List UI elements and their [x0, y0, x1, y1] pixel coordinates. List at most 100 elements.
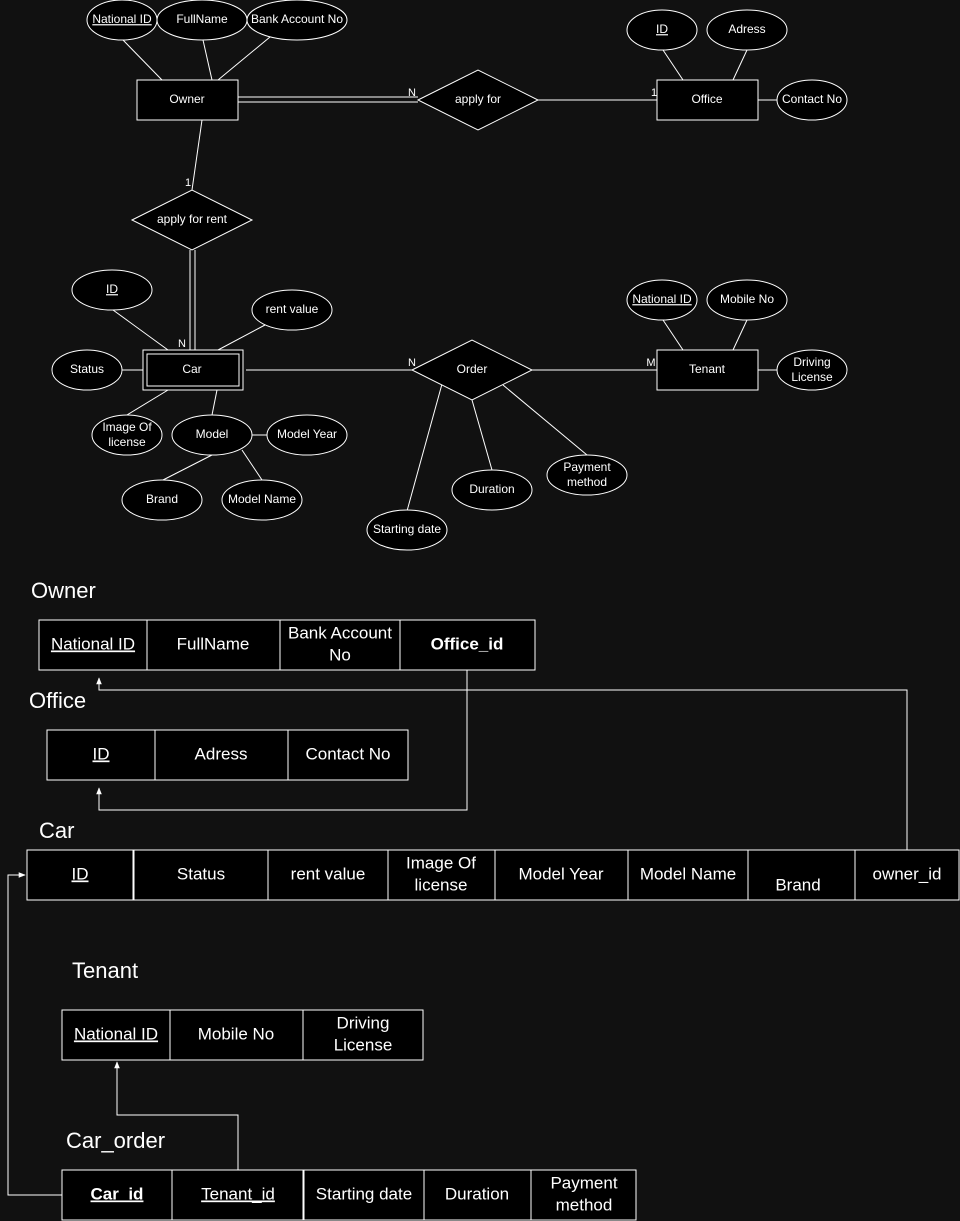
table-cell: [61, 1009, 171, 1061]
attribute-label: Adress: [728, 22, 765, 36]
column-bank-account-line2: No: [329, 645, 351, 664]
table-office: ID Adress Contact No: [46, 729, 409, 781]
attribute-order-duration[interactable]: Duration: [451, 469, 533, 511]
foreign-key-arrows: [7, 670, 908, 1196]
column-bank-account-line1: Bank Account: [288, 623, 392, 642]
attribute-label: Mobile No: [720, 292, 774, 306]
attribute-label: ID: [656, 22, 668, 36]
table-title-office: Office: [29, 688, 86, 713]
fk-owner-office-arrow: [96, 670, 468, 811]
column-rent-value: rent value: [291, 864, 366, 883]
attribute-tenant-mobile[interactable]: Mobile No: [706, 279, 788, 321]
column-driving-line1: Driving: [337, 1013, 390, 1032]
table-cell: [387, 849, 496, 901]
attribute-label: Model Year: [277, 427, 337, 441]
attribute-office-adress[interactable]: Adress: [706, 9, 788, 51]
table-cell: [171, 1169, 304, 1221]
table-cell: [303, 1169, 425, 1221]
attribute-label-line2: license: [108, 435, 146, 449]
cardinality-car-rent: N: [178, 338, 186, 350]
attribute-label-line1: Payment: [563, 460, 611, 474]
attribute-car-model[interactable]: Model: [171, 414, 253, 456]
attribute-car-model-year[interactable]: Model Year: [266, 414, 348, 456]
attribute-owner-fullname[interactable]: FullName: [156, 0, 248, 41]
table-cell: [61, 1169, 173, 1221]
table-cell: [26, 849, 134, 901]
table-cell: [146, 619, 281, 671]
attribute-label-line1: Image Of: [102, 420, 152, 434]
table-cell: [854, 849, 960, 901]
cardinality-car-order: N: [408, 357, 416, 369]
er-connectors: [112, 36, 778, 512]
entity-office-label: Office: [691, 92, 722, 106]
column-image-line1: Image Of: [406, 853, 476, 872]
attribute-owner-bank-account[interactable]: Bank Account No: [246, 0, 348, 41]
column-adress: Adress: [195, 744, 248, 763]
attribute-label: Model Name: [228, 492, 296, 506]
attribute-car-image-of-license[interactable]: Image Of license: [91, 414, 163, 456]
attribute-office-id[interactable]: ID: [626, 9, 698, 51]
table-car: ID Status rent value Image Of license Mo…: [26, 849, 960, 901]
entity-tenant[interactable]: Tenant: [656, 349, 759, 391]
entity-tenant-label: Tenant: [689, 362, 726, 376]
entity-owner-label: Owner: [169, 92, 204, 106]
attribute-car-rent-value[interactable]: rent value: [251, 289, 333, 331]
attribute-label: National ID: [92, 12, 152, 26]
column-driving-line2: License: [334, 1035, 393, 1054]
attribute-order-starting-date[interactable]: Starting date: [366, 509, 448, 551]
column-model-name: Model Name: [640, 864, 736, 883]
entity-owner[interactable]: Owner: [136, 79, 239, 121]
attribute-label: Contact No: [782, 92, 842, 106]
table-car-order: Car_id Tenant_id Starting date Duration …: [61, 1169, 637, 1221]
attribute-label: Duration: [469, 482, 514, 496]
table-cell: [494, 849, 629, 901]
column-payment-line2: method: [556, 1195, 613, 1214]
column-mobile-no: Mobile No: [198, 1024, 275, 1043]
table-cell: [279, 619, 401, 671]
attribute-label-line2: License: [791, 370, 833, 384]
attribute-label: ID: [106, 282, 118, 296]
attribute-label: Model: [196, 427, 229, 441]
entity-office[interactable]: Office: [656, 79, 759, 121]
attribute-car-brand[interactable]: Brand: [121, 479, 203, 521]
entity-car[interactable]: Car: [142, 349, 244, 391]
table-cell: [46, 729, 156, 781]
fk-car-owner-arrow: [96, 677, 908, 850]
table-cell: [302, 1009, 424, 1061]
attribute-tenant-national-id[interactable]: National ID: [626, 279, 698, 321]
table-owner: National ID FullName Bank Account No Off…: [38, 619, 536, 671]
attribute-car-id[interactable]: ID: [71, 269, 153, 311]
table-title-tenant: Tenant: [72, 958, 138, 983]
attribute-car-status[interactable]: Status: [51, 349, 123, 391]
attribute-tenant-driving-license[interactable]: Driving License: [776, 349, 848, 391]
table-cell: [423, 1169, 532, 1221]
relationship-order-label: Order: [457, 362, 488, 376]
column-brand: Brand: [775, 875, 820, 894]
column-car-id-pk-fk: Car_id: [91, 1184, 144, 1203]
column-id-pk: ID: [93, 744, 110, 763]
cardinality-owner-rent: 1: [185, 177, 191, 189]
relationship-order[interactable]: Order: [410, 339, 534, 401]
column-owner-id-fk: owner_id: [873, 864, 942, 883]
column-model-year: Model Year: [518, 864, 603, 883]
attribute-label: Bank Account No: [251, 12, 343, 26]
relationship-apply-for[interactable]: apply for: [416, 69, 540, 131]
table-cell: [287, 729, 409, 781]
fk-carorder-car-arrow: [7, 872, 62, 1196]
table-cell: [154, 729, 289, 781]
table-cell: [169, 1009, 304, 1061]
attribute-label: Status: [70, 362, 104, 376]
attribute-label: FullName: [176, 12, 228, 26]
attribute-label: Starting date: [373, 522, 441, 536]
attribute-office-contact[interactable]: Contact No: [776, 79, 848, 121]
column-national-id-pk: National ID: [74, 1024, 158, 1043]
entity-car-label: Car: [182, 362, 201, 376]
relationship-apply-for-rent[interactable]: apply for rent: [130, 189, 254, 251]
attribute-car-model-name[interactable]: Model Name: [221, 479, 303, 521]
column-starting-date: Starting date: [316, 1184, 412, 1203]
attribute-owner-national-id[interactable]: National ID: [86, 0, 158, 41]
column-status: Status: [177, 864, 225, 883]
column-fullname: FullName: [177, 634, 250, 653]
attribute-order-payment-method[interactable]: Payment method: [546, 454, 628, 496]
